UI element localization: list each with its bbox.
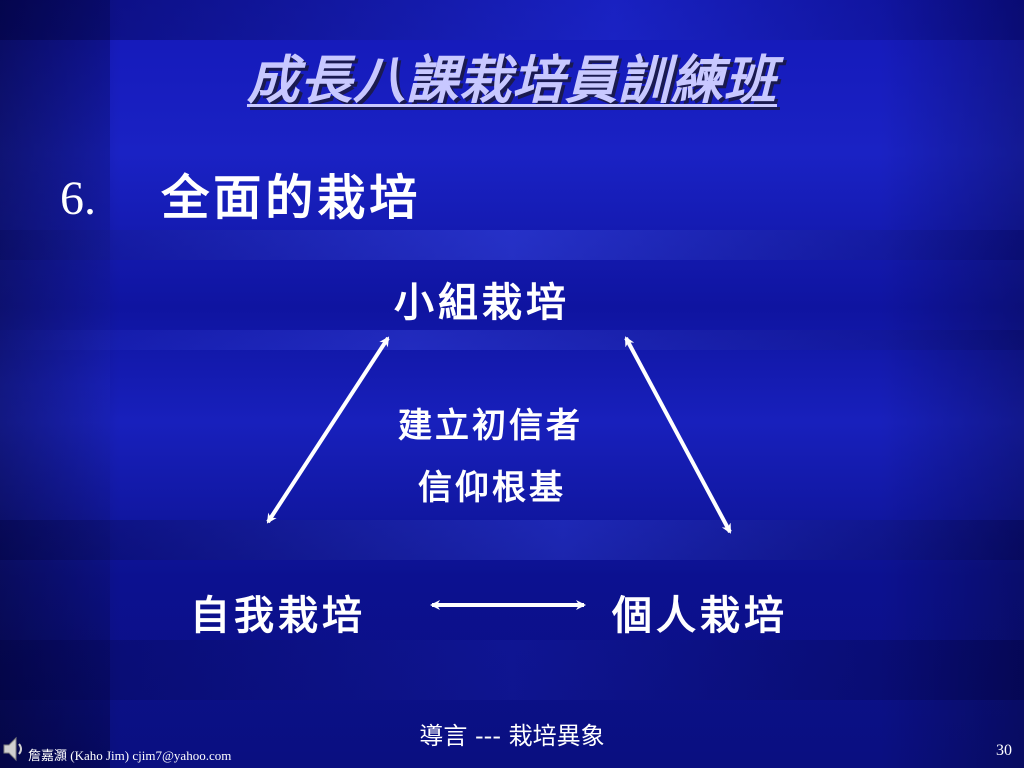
center-line-2: 信仰根基 [418, 468, 566, 508]
speaker-icon[interactable] [2, 734, 26, 764]
node-left: 自我栽培 [190, 592, 366, 639]
node-right: 個人栽培 [612, 592, 788, 639]
page-number: 30 [996, 742, 1012, 759]
heading-number: 6. [60, 172, 96, 225]
arrow-right-diagonal [624, 336, 732, 534]
background-band [0, 230, 1024, 260]
center-line-1: 建立初信者 [398, 406, 583, 446]
arrow-left-diagonal [266, 336, 390, 524]
node-top: 小組栽培 [394, 279, 570, 326]
slide-title: 成長八課栽培員訓練班 [246, 51, 777, 111]
section-heading: 6. 全面的栽培 [60, 158, 421, 228]
heading-text: 全面的栽培 [161, 170, 422, 226]
background-strip [0, 0, 110, 768]
background-band [0, 640, 1024, 700]
background-band [0, 330, 1024, 350]
background-band [0, 0, 1024, 40]
footer-topic: 導言 --- 栽培異象 [419, 722, 605, 750]
footer-author: 詹嘉灝 (Kaho Jim) cjim7@yahoo.com [28, 748, 232, 763]
background-band [0, 520, 1024, 560]
